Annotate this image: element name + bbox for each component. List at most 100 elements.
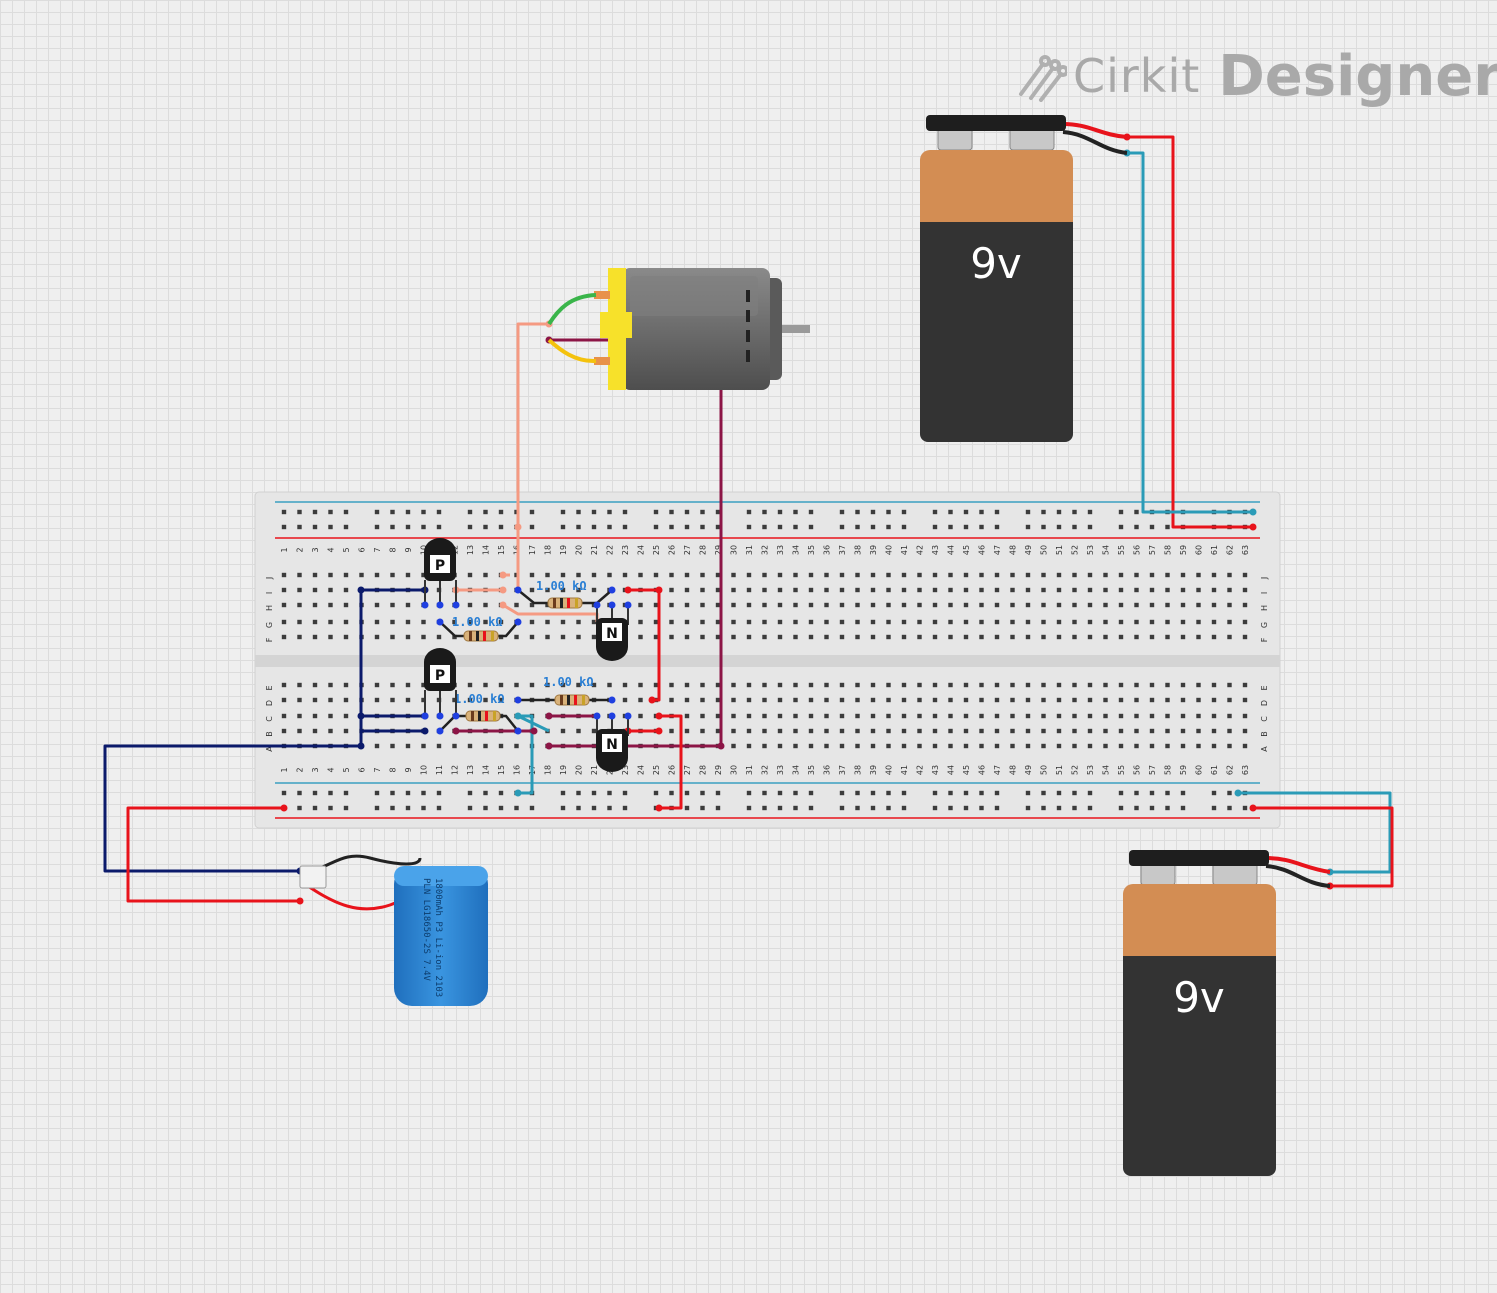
hole-B41[interactable] xyxy=(901,728,907,734)
hole-E33[interactable] xyxy=(777,682,783,688)
hole-E3[interactable] xyxy=(312,682,318,688)
hole-J42[interactable] xyxy=(917,572,922,578)
rail-hole-0-9[interactable] xyxy=(405,509,411,515)
rail-hole-1-52[interactable] xyxy=(1072,524,1077,530)
hole-A40[interactable] xyxy=(886,743,891,749)
hole-B49[interactable] xyxy=(1025,728,1031,734)
hole-I45[interactable] xyxy=(963,587,969,593)
hole-F39[interactable] xyxy=(870,634,876,640)
battery-9v-bottom[interactable]: 9v xyxy=(1123,850,1331,1176)
rail-hole-3-28[interactable] xyxy=(700,805,705,811)
hole-G18[interactable] xyxy=(545,619,550,625)
hole-C58[interactable] xyxy=(1165,713,1170,719)
hole-B55[interactable] xyxy=(1118,728,1124,734)
hole-E9[interactable] xyxy=(405,682,411,688)
hole-F3[interactable] xyxy=(312,634,318,640)
rail-hole-2-57[interactable] xyxy=(1149,790,1155,796)
hole-J51[interactable] xyxy=(1056,572,1062,578)
hole-I34[interactable] xyxy=(793,587,798,593)
hole-E62[interactable] xyxy=(1227,682,1232,688)
hole-B62[interactable] xyxy=(1227,728,1232,734)
hole-A45[interactable] xyxy=(963,743,969,749)
hole-G4[interactable] xyxy=(328,619,333,625)
hole-G20[interactable] xyxy=(576,619,581,625)
rail-hole-1-9[interactable] xyxy=(405,524,411,530)
hole-J44[interactable] xyxy=(948,572,953,578)
rail-hole-3-16[interactable] xyxy=(514,805,519,811)
wire-teal-short[interactable] xyxy=(517,714,550,733)
rail-hole-1-37[interactable] xyxy=(839,524,845,530)
rail-hole-2-58[interactable] xyxy=(1165,790,1170,796)
hole-E13[interactable] xyxy=(467,682,473,688)
hole-G25[interactable] xyxy=(653,619,659,625)
hole-E17[interactable] xyxy=(529,682,535,688)
hole-H61[interactable] xyxy=(1211,602,1217,608)
hole-D1[interactable] xyxy=(281,697,287,703)
hole-G59[interactable] xyxy=(1180,619,1186,625)
hole-C48[interactable] xyxy=(1010,713,1015,719)
rail-hole-1-15[interactable] xyxy=(498,524,504,530)
hole-B45[interactable] xyxy=(963,728,969,734)
rail-hole-2-46[interactable] xyxy=(979,790,984,796)
hole-G31[interactable] xyxy=(746,619,752,625)
rail-hole-3-63[interactable] xyxy=(1242,805,1248,811)
hole-G2[interactable] xyxy=(297,619,302,625)
hole-H17[interactable] xyxy=(529,602,535,608)
rail-hole-0-21[interactable] xyxy=(591,509,597,515)
hole-A10[interactable] xyxy=(421,743,426,749)
rail-hole-2-23[interactable] xyxy=(622,790,628,796)
rail-hole-1-49[interactable] xyxy=(1025,524,1031,530)
hole-F52[interactable] xyxy=(1072,634,1077,640)
rail-hole-1-10[interactable] xyxy=(421,524,426,530)
hole-C24[interactable] xyxy=(638,713,643,719)
rail-hole-0-27[interactable] xyxy=(684,509,690,515)
rail-hole-1-50[interactable] xyxy=(1041,524,1046,530)
rail-hole-1-45[interactable] xyxy=(963,524,969,530)
hole-B26[interactable] xyxy=(669,728,674,734)
rail-hole-1-35[interactable] xyxy=(808,524,814,530)
hole-A52[interactable] xyxy=(1072,743,1077,749)
rail-hole-3-57[interactable] xyxy=(1149,805,1155,811)
rail-hole-1-14[interactable] xyxy=(483,524,488,530)
hole-G30[interactable] xyxy=(731,619,736,625)
hole-H7[interactable] xyxy=(374,602,380,608)
wire-red-2[interactable] xyxy=(659,714,683,810)
rail-hole-2-47[interactable] xyxy=(994,790,1000,796)
hole-I38[interactable] xyxy=(855,587,860,593)
hole-A11[interactable] xyxy=(436,743,442,749)
hole-C34[interactable] xyxy=(793,713,798,719)
rail-hole-1-58[interactable] xyxy=(1165,524,1170,530)
hole-D58[interactable] xyxy=(1165,697,1170,703)
hole-E59[interactable] xyxy=(1180,682,1186,688)
hole-J33[interactable] xyxy=(777,572,783,578)
hole-J17[interactable] xyxy=(529,572,535,578)
hole-E61[interactable] xyxy=(1211,682,1217,688)
hole-A46[interactable] xyxy=(979,743,984,749)
rail-hole-0-34[interactable] xyxy=(793,509,798,515)
hole-J38[interactable] xyxy=(855,572,860,578)
rail-hole-3-7[interactable] xyxy=(374,805,380,811)
hole-F48[interactable] xyxy=(1010,634,1015,640)
hole-J57[interactable] xyxy=(1149,572,1155,578)
rail-hole-2-61[interactable] xyxy=(1211,790,1217,796)
hole-F43[interactable] xyxy=(932,634,938,640)
hole-A7[interactable] xyxy=(374,743,380,749)
hole-F26[interactable] xyxy=(669,634,674,640)
hole-B32[interactable] xyxy=(762,728,767,734)
hole-A35[interactable] xyxy=(808,743,814,749)
rail-hole-3-34[interactable] xyxy=(793,805,798,811)
hole-F62[interactable] xyxy=(1227,634,1232,640)
hole-A8[interactable] xyxy=(390,743,395,749)
hole-D52[interactable] xyxy=(1072,697,1077,703)
hole-F36[interactable] xyxy=(824,634,829,640)
hole-D34[interactable] xyxy=(793,697,798,703)
hole-J32[interactable] xyxy=(762,572,767,578)
hole-B42[interactable] xyxy=(917,728,922,734)
hole-A47[interactable] xyxy=(994,743,1000,749)
hole-C33[interactable] xyxy=(777,713,783,719)
rail-hole-2-1[interactable] xyxy=(281,790,287,796)
hole-D41[interactable] xyxy=(901,697,907,703)
hole-J45[interactable] xyxy=(963,572,969,578)
hole-F42[interactable] xyxy=(917,634,922,640)
hole-H29[interactable] xyxy=(715,602,721,608)
